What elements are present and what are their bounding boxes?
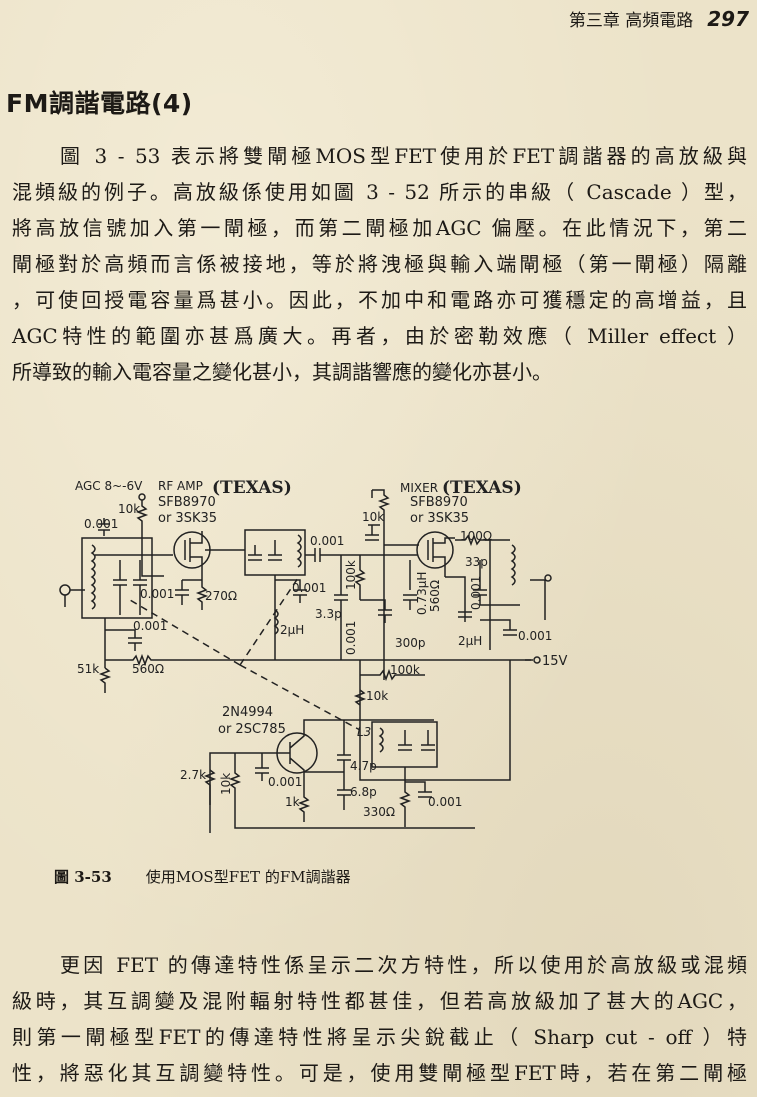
component-label: 0.001: [428, 795, 462, 809]
text-line: 圖 3 - 53 表示將雙閘極MOS型FET使用於FET調諧器的高放級與: [60, 144, 747, 168]
mixer-alt-label: or 3SK35: [410, 511, 469, 526]
component-label: 330Ω: [363, 805, 395, 819]
rf-maker-label: (TEXAS): [212, 478, 292, 498]
running-header: 第三章 高頻電路 297: [569, 6, 749, 31]
circuit-wires: [59, 489, 552, 833]
component-label: 0.001: [344, 621, 358, 655]
component-label: 2.7k: [180, 768, 206, 782]
component-label: 300p: [395, 636, 426, 650]
agc-label: AGC 8~-6V: [75, 479, 143, 493]
text-line: 則第一閘極型FET的傳達特性將呈示尖銳截止（ Sharp cut - off ）…: [12, 1025, 747, 1049]
supply-label: 15V: [542, 654, 568, 669]
component-label: 51k: [77, 662, 99, 676]
component-label: 0.001: [268, 775, 302, 789]
component-label: 560Ω: [428, 580, 442, 612]
page-number: 297: [707, 7, 749, 31]
component-label: 0.001: [133, 619, 167, 633]
text-line: 性，將惡化其互調變特性。可是，使用雙閘極型FET時，若在第二閘極: [12, 1061, 747, 1085]
osc-part-label: 2N4994: [222, 705, 273, 720]
text-line: ，可使回授電容量爲甚小。因此，不加中和電路亦可獲穩定的高增益，且: [12, 288, 747, 312]
component-label: 33p: [465, 555, 488, 569]
paragraph-1: 圖 3 - 53 表示將雙閘極MOS型FET使用於FET調諧器的高放級與 混頻級…: [12, 138, 747, 390]
component-label: 0.001: [518, 629, 552, 643]
component-label: 4.7p: [350, 759, 377, 773]
component-label: 10k: [118, 502, 140, 516]
chapter-title: 第三章 高頻電路: [568, 11, 694, 31]
rf-part-label: SFB8970: [158, 495, 216, 510]
component-label: 0.001: [140, 587, 174, 601]
osc-alt-label: or 2SC785: [218, 722, 286, 737]
component-label: 10k: [366, 689, 388, 703]
figure-number: 圖 3-53: [54, 868, 112, 886]
text-line: 更因 FET 的傳達特性係呈示二次方特性，所以使用於高放級或混頻: [60, 953, 747, 977]
component-label: 560Ω: [132, 662, 164, 676]
component-label: 100k: [344, 560, 358, 590]
text-line: 混頻級的例子。高放級係使用如圖 3 - 52 所示的串級（ Cascade ）型…: [12, 180, 747, 204]
component-label: 3.3p: [315, 607, 342, 621]
component-label: 0.001: [84, 517, 118, 531]
mixer-maker-label: (TEXAS): [442, 478, 522, 498]
component-label: 6.8p: [350, 785, 377, 799]
mixer-label: MIXER: [400, 481, 438, 495]
component-label: 2μH: [458, 634, 482, 648]
component-label: 0.001: [292, 581, 326, 595]
section-title: FM調諧電路(4): [6, 89, 193, 118]
text-line: 將高放信號加入第一閘極，而第二閘極加AGC 偏壓。在此情況下，第二: [12, 216, 747, 240]
rf-amp-label: RF AMP: [158, 479, 203, 493]
paragraph-2: 更因 FET 的傳達特性係呈示二次方特性，所以使用於高放級或混頻 級時，其互調變…: [12, 947, 747, 1091]
component-label: 10k: [362, 510, 384, 524]
component-label: 270Ω: [205, 589, 237, 603]
rf-alt-label: or 3SK35: [158, 511, 217, 526]
component-label: L3: [357, 725, 371, 739]
component-label: 1k: [285, 795, 300, 809]
figure-caption: 圖 3-53 使用MOS型FET 的FM調諧器: [54, 866, 351, 887]
text-line: 所導致的輸入電容量之變化甚小，其調諧響應的變化亦甚小。: [12, 360, 552, 384]
figure-caption-text: 使用MOS型FET 的FM調諧器: [145, 868, 351, 886]
component-label: 2μH: [280, 623, 304, 637]
component-label: 0.001: [469, 576, 483, 610]
component-label: 100k: [390, 663, 420, 677]
text-line: 閘極對於高頻而言係被接地，等於將洩極與輸入端閘極（第一閘極）隔離: [12, 252, 747, 276]
component-label: 10k: [219, 773, 233, 795]
text-line: AGC特性的範圍亦甚爲廣大。再者，由於密勒效應（ Miller effect ）: [12, 324, 747, 348]
mixer-part-label: SFB8970: [410, 495, 468, 510]
component-label: 100Ω: [460, 529, 492, 543]
figure-labels: AGC 8~-6V RF AMP (TEXAS) SFB8970 or 3SK3…: [75, 478, 568, 819]
text-line: 級時，其互調變及混附輻射特性都甚佳，但若高放級加了甚大的AGC，: [12, 989, 747, 1013]
component-label: 0.73μH: [415, 572, 429, 615]
component-label: 0.001: [310, 534, 344, 548]
